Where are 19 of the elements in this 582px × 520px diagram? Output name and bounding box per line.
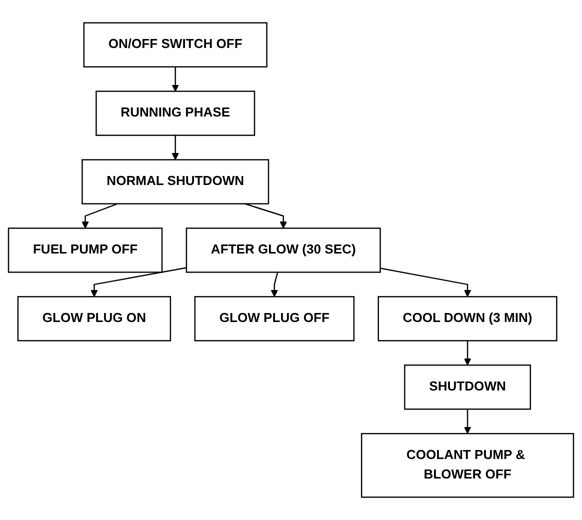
arrow: [244, 203, 287, 229]
arrow: [82, 203, 118, 229]
node-box: ON/OFF SWITCH OFF: [83, 22, 268, 68]
node-box: AFTER GLOW (30 SEC): [186, 228, 381, 273]
node-box: COOLANT PUMP & BLOWER OFF: [360, 432, 574, 498]
node-box: NORMAL SHUTDOWN: [82, 159, 270, 204]
arrow: [380, 268, 472, 297]
arrow: [90, 267, 187, 297]
node-box: GLOW PLUG ON: [17, 296, 172, 342]
arrow: [270, 272, 278, 297]
node-box: SHUTDOWN: [404, 364, 531, 410]
arrow: [172, 135, 179, 160]
node-box: COOL DOWN (3 MIN): [378, 296, 558, 342]
arrow: [172, 66, 179, 92]
node-box: GLOW PLUG OFF: [194, 296, 355, 342]
arrow: [464, 340, 472, 366]
node-box: FUEL PUMP OFF: [8, 228, 163, 273]
arrow: [464, 409, 472, 434]
node-box: RUNNING PHASE: [96, 90, 256, 136]
